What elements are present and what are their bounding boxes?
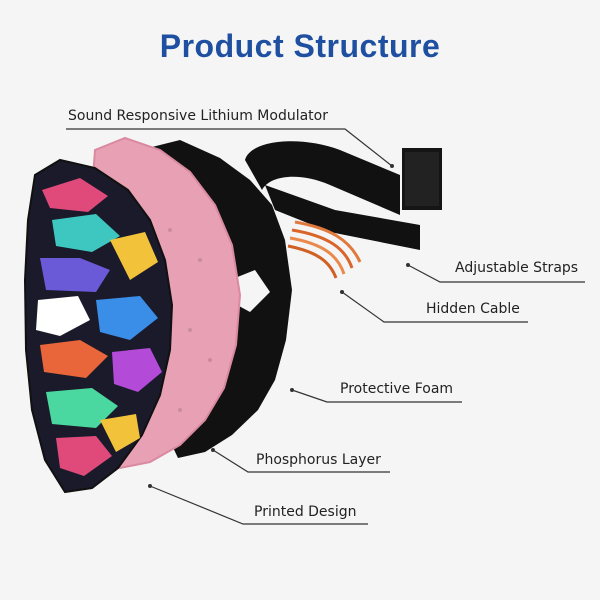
- leader-cable-dot: [340, 290, 344, 294]
- hidden-cable-illustration: [287, 220, 362, 279]
- label-cable: Hidden Cable: [426, 301, 520, 317]
- adjustable-straps-illustration: [245, 141, 442, 250]
- leader-cable: [341, 291, 528, 323]
- label-foam: Protective Foam: [340, 381, 454, 397]
- leader-endpoints: [148, 164, 410, 488]
- leader-straps-dot: [406, 263, 410, 267]
- diagram-title: Product Structure: [159, 28, 441, 64]
- label-phosphor: Phosphorus Layer: [256, 452, 381, 468]
- leader-straps: [407, 264, 585, 283]
- label-straps: Adjustable Straps: [455, 260, 579, 276]
- label-design: Printed Design: [254, 504, 357, 520]
- leader-design: [149, 485, 368, 525]
- leader-phosphor: [212, 449, 390, 473]
- label-modulator: Sound Responsive Lithium Modulator: [68, 108, 328, 124]
- leader-foam-dot: [290, 388, 294, 392]
- leader-design-dot: [148, 484, 152, 488]
- leader-modulator-dot: [390, 164, 394, 168]
- leader-modulator: [66, 128, 393, 167]
- leader-phosphor-dot: [211, 448, 215, 452]
- leader-lines: [66, 128, 585, 525]
- leader-foam: [291, 389, 462, 403]
- printed-design-layer: [23, 158, 174, 494]
